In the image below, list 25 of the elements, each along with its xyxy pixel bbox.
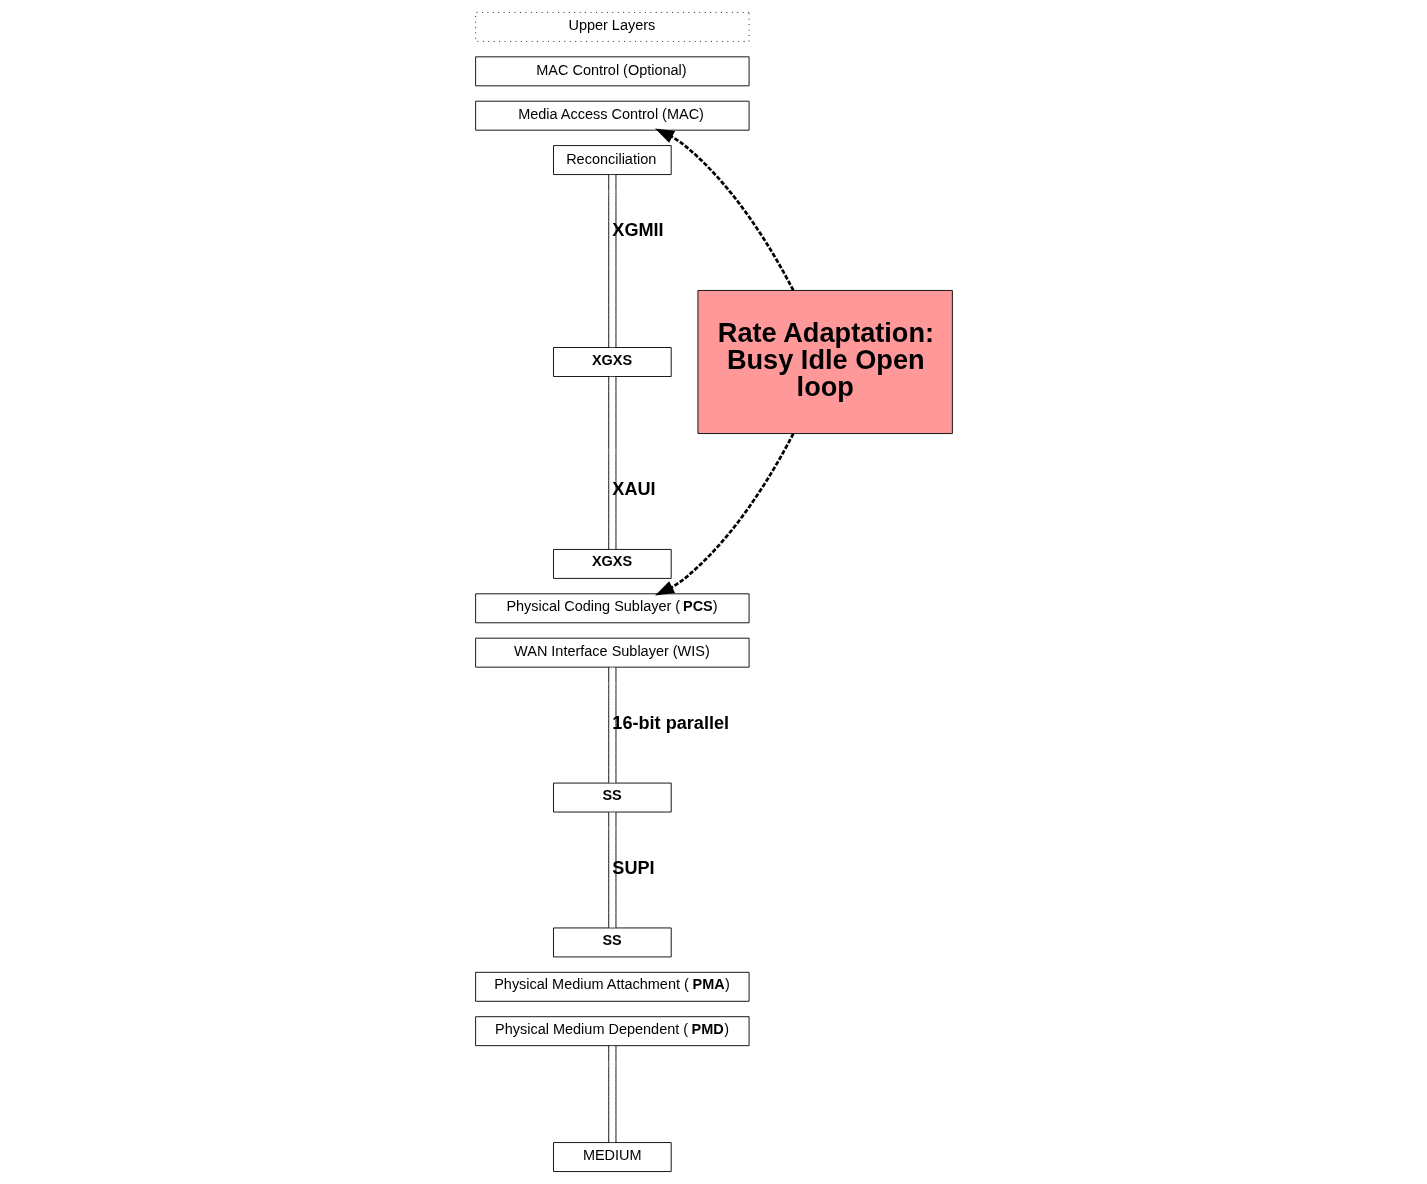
node-box: Media Access Control (MAC) [474,100,750,131]
node-box: SS [552,927,672,958]
connector [607,811,616,929]
node-box: XGXS [552,347,672,377]
edge-label: XAUI [611,479,656,500]
node-box: SS [552,782,672,813]
node-box: Physical Medium Dependent (PMD) [474,1016,750,1047]
node-box: Physical Medium Attachment (PMA) [474,971,750,1002]
connector [607,174,616,348]
edge-label: XGMII [611,220,664,241]
connector [607,1045,616,1143]
node-box: XGXS [552,549,672,579]
node-box: Reconciliation [552,145,672,175]
arrow [654,128,794,291]
node-box: Physical Coding Sublayer (PCS) [474,593,750,624]
connector [607,376,616,550]
node-box: WAN Interface Sublayer (WIS) [474,637,750,668]
edge-label: SUPI [611,857,655,878]
node-box: Rate Adaptation: Busy Idle Open loop [696,290,953,434]
node-box: Upper Layers [474,12,750,42]
connector [607,666,616,784]
node-box: MAC Control (Optional) [474,56,750,87]
arrow [654,433,794,596]
node-box: MEDIUM [552,1142,672,1172]
edge-label: 16-bit parallel [611,712,729,733]
